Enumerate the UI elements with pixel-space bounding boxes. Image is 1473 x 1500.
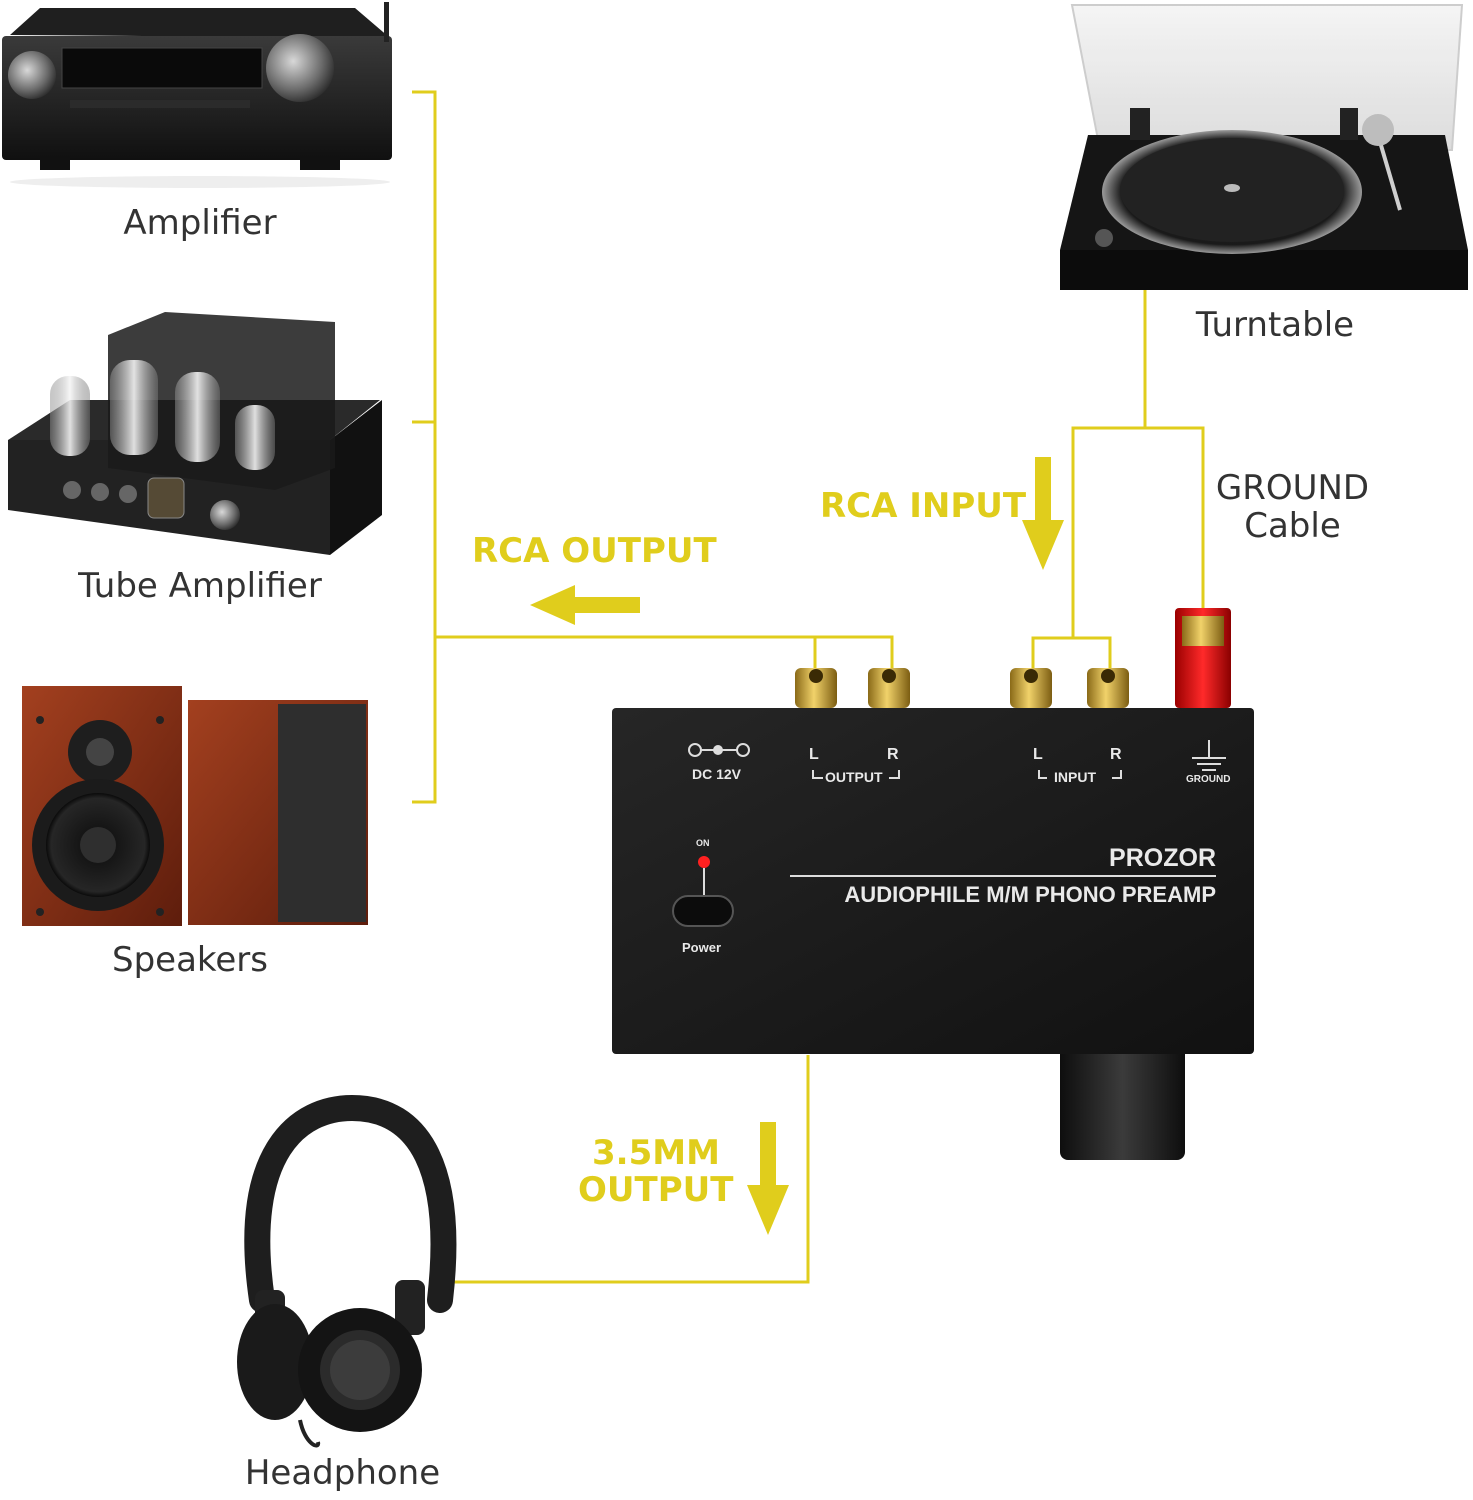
turntable-split-line xyxy=(1071,426,1205,638)
dc-label: DC 12V xyxy=(692,766,742,782)
tube-amplifier-label: Tube Amplifier xyxy=(78,566,322,606)
input-jacks-bracket xyxy=(1031,636,1112,672)
power-switch xyxy=(672,895,734,927)
output-left-label: L xyxy=(809,746,819,763)
speakers-label: Speakers xyxy=(111,940,268,980)
output-right-label: R xyxy=(887,746,899,763)
model-label: AUDIOPHILE M/M PHONO PREAMP xyxy=(844,882,1216,907)
ground-panel-label: GROUND xyxy=(1186,774,1231,785)
mm-output-callout-line1: 3.5MM xyxy=(592,1133,720,1173)
mm-output-arrow xyxy=(747,1122,789,1235)
brand-label: PROZOR xyxy=(1109,844,1216,872)
input-right-label: R xyxy=(1110,746,1122,763)
mm-output-callout-line2: OUTPUT xyxy=(578,1170,734,1210)
rca-input-callout: RCA INPUT xyxy=(820,486,1027,526)
output-label: OUTPUT xyxy=(825,769,883,785)
power-label: Power xyxy=(682,940,722,955)
on-label: ON xyxy=(696,838,710,848)
turntable-label: Turntable xyxy=(1195,305,1355,345)
amplifier-label: Amplifier xyxy=(123,203,277,243)
output-jacks-bracket xyxy=(813,635,894,672)
rca-output-arrow xyxy=(530,585,640,625)
output-bus-line xyxy=(412,90,437,804)
rca-output-callout: RCA OUTPUT xyxy=(472,531,717,571)
headphone-line xyxy=(440,1055,810,1284)
ground-cable-label-line2: Cable xyxy=(1244,506,1341,546)
input-left-label: L xyxy=(1033,746,1043,763)
power-led xyxy=(698,856,710,868)
input-label: INPUT xyxy=(1054,769,1096,785)
rca-input-arrow xyxy=(1022,457,1064,570)
headphone-label: Headphone xyxy=(244,1453,441,1493)
ground-cable-label-line1: GROUND xyxy=(1215,468,1370,508)
